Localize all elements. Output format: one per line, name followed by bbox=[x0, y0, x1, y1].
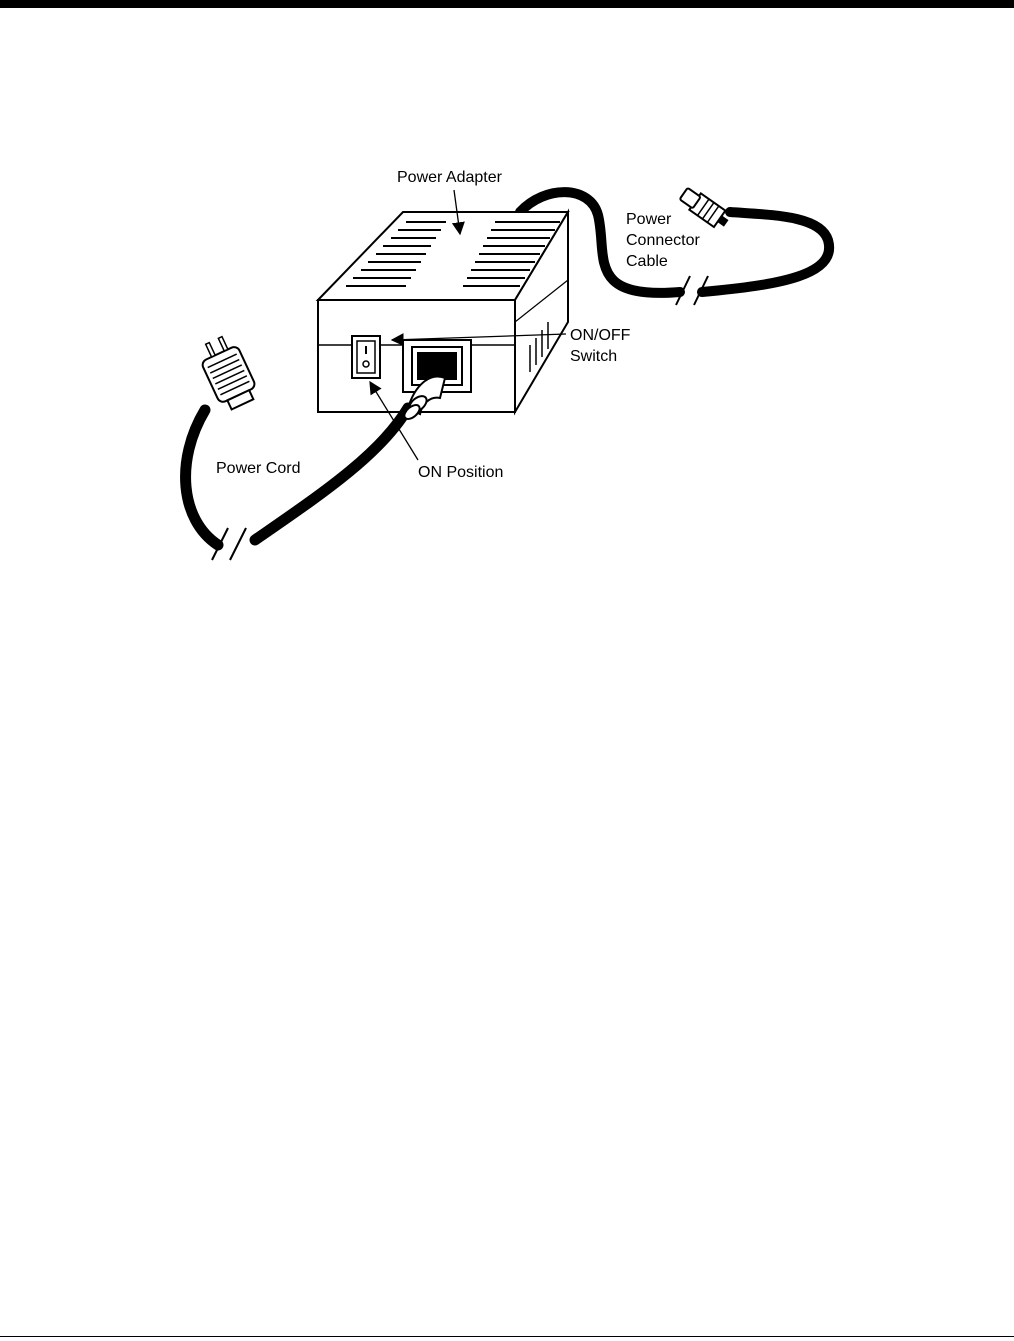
label-on-position: ON Position bbox=[418, 462, 503, 483]
label-power-adapter: Power Adapter bbox=[397, 167, 502, 188]
label-power-connector-cable: Power Connector Cable bbox=[626, 209, 700, 272]
label-on-off-switch: ON/OFF Switch bbox=[570, 325, 630, 367]
ac-plug-icon bbox=[195, 332, 261, 412]
rocker-switch-icon[interactable] bbox=[352, 336, 380, 378]
label-power-cord: Power Cord bbox=[216, 458, 300, 479]
